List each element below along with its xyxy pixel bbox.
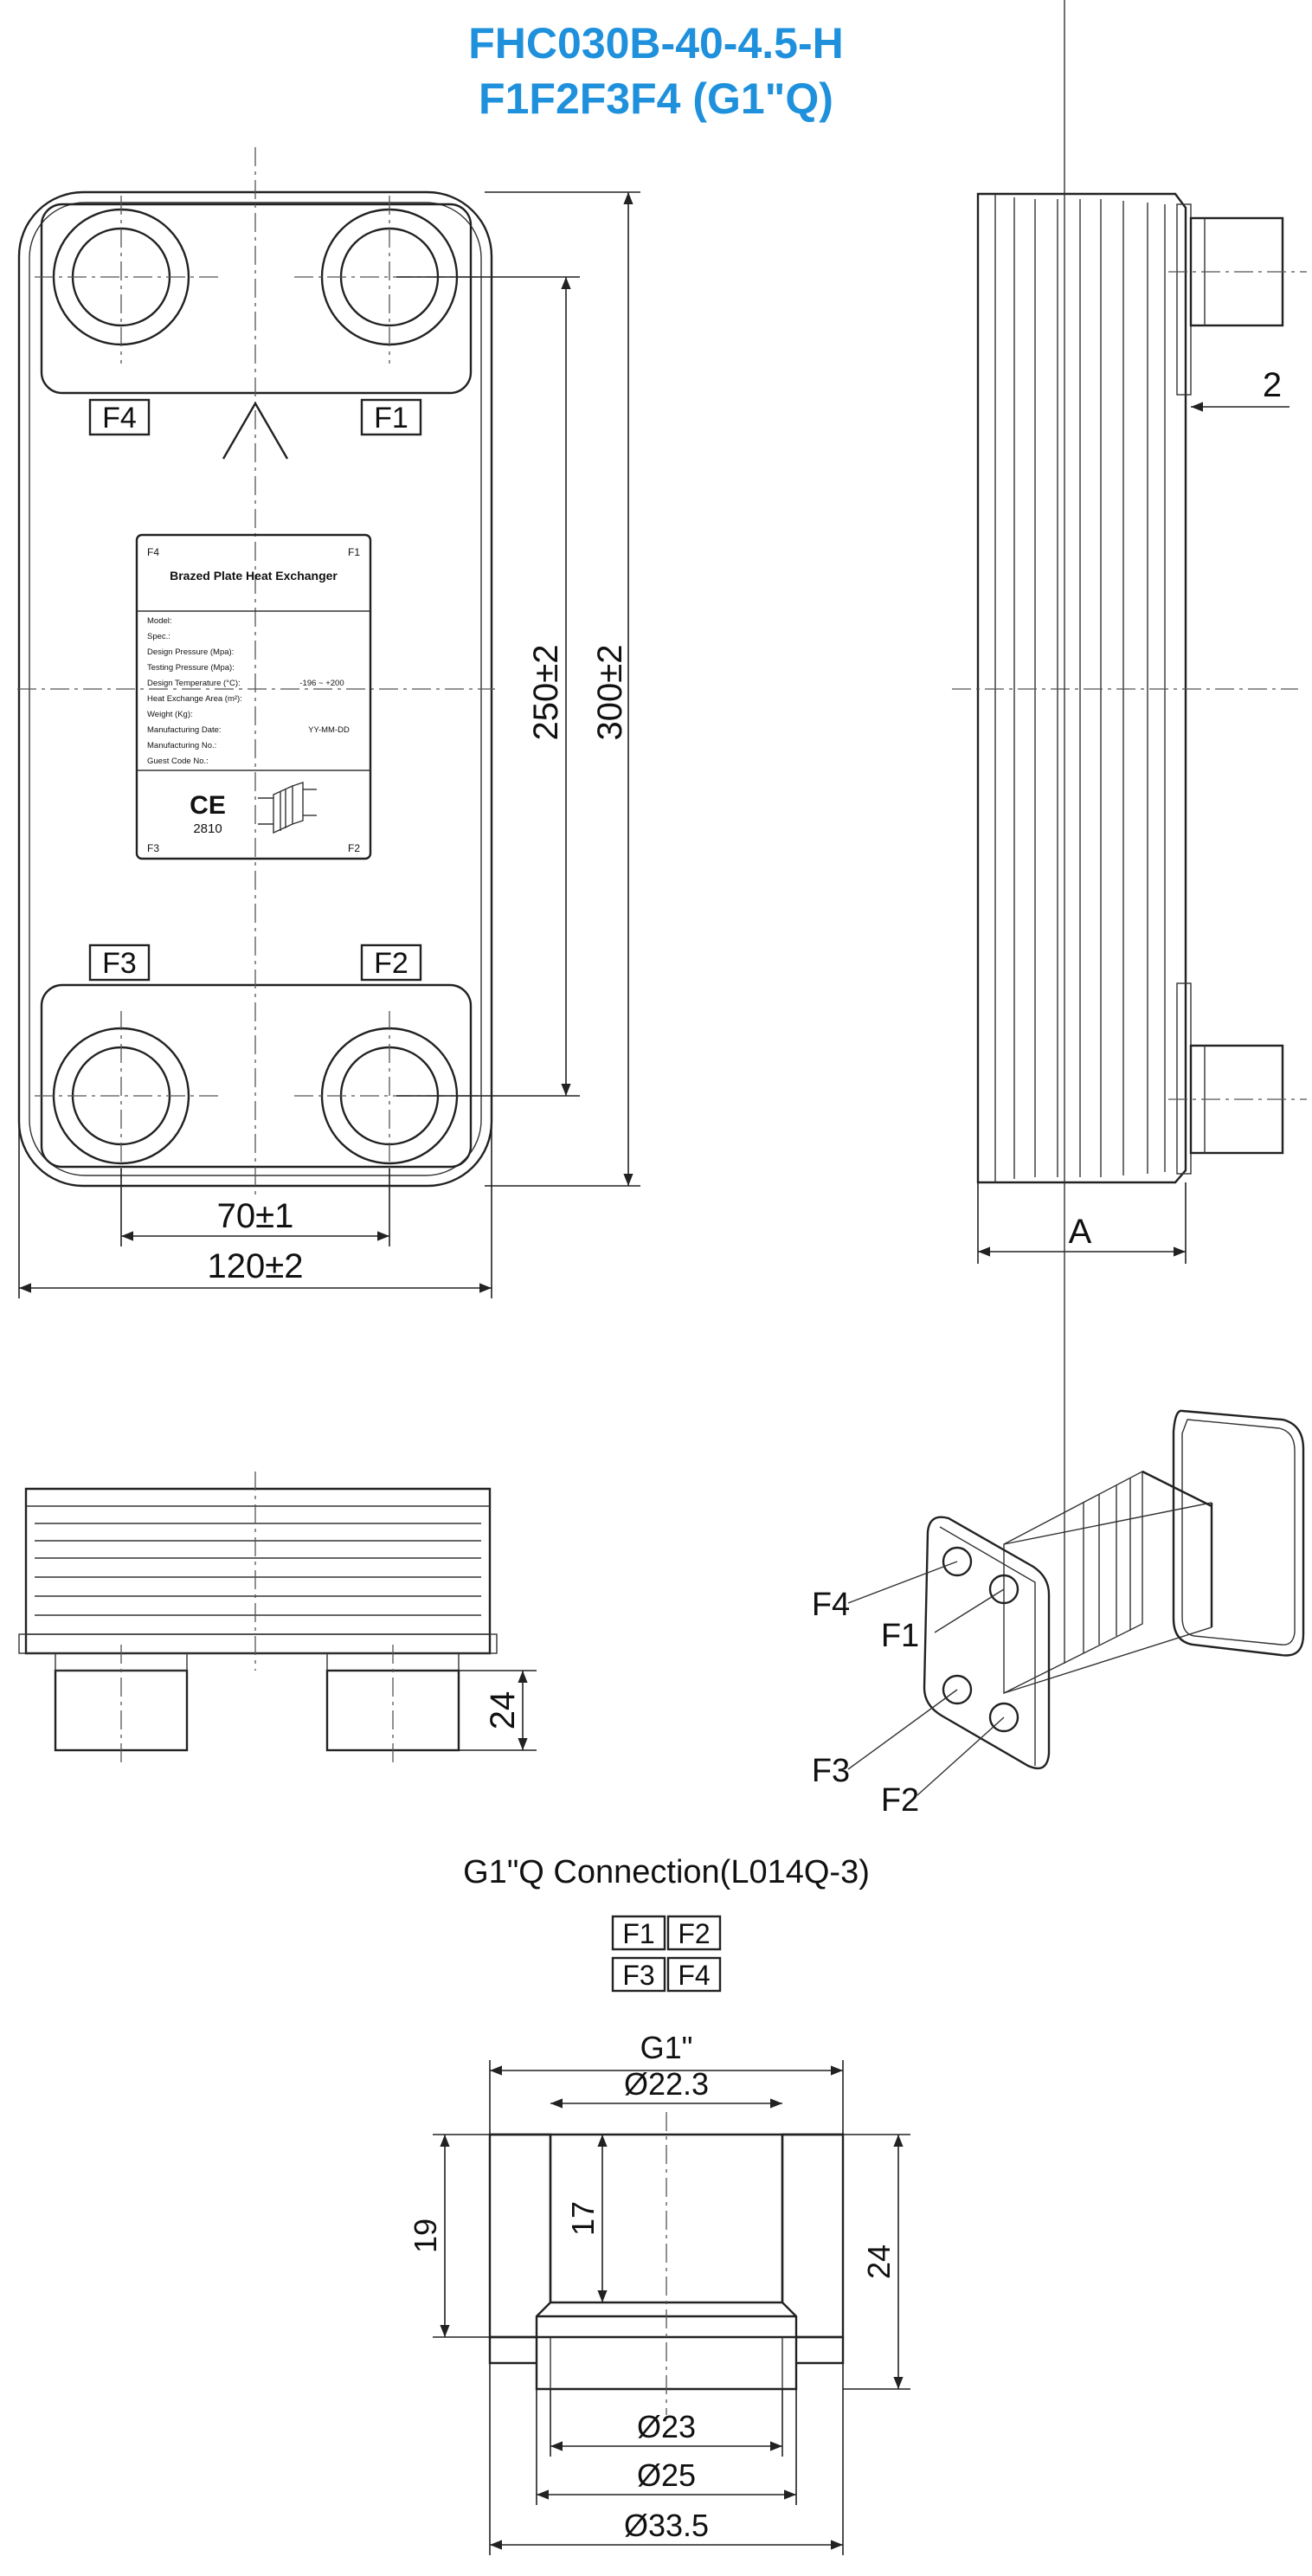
svg-text:17: 17	[565, 2201, 601, 2236]
svg-text:Manufacturing No.:: Manufacturing No.:	[147, 741, 216, 750]
bottom-plate-pack	[24, 1487, 492, 1655]
iso-back-plate	[1172, 1409, 1305, 1657]
dimension-17: 17	[565, 2135, 608, 2302]
dimension-d33-5: Ø33.5	[489, 2363, 844, 2555]
top-port-pad	[40, 203, 473, 395]
svg-text:Ø33.5: Ø33.5	[624, 2508, 709, 2543]
svg-text:F3: F3	[102, 947, 137, 980]
label-f4: F4	[88, 398, 151, 436]
svg-text:A: A	[1069, 1213, 1092, 1251]
svg-text:F2: F2	[348, 842, 360, 854]
svg-text:Weight (Kg):: Weight (Kg):	[147, 710, 193, 719]
ce-number: 2810	[193, 821, 222, 836]
svg-text:Ø23: Ø23	[637, 2409, 696, 2444]
svg-text:G1": G1"	[640, 2030, 693, 2065]
svg-text:-196 ~ +200: -196 ~ +200	[299, 679, 344, 688]
svg-text:F3: F3	[147, 842, 159, 854]
svg-text:F3: F3	[622, 1960, 654, 1991]
dimension-g1: G1"	[489, 2030, 844, 2135]
flow-direction-arrow	[222, 401, 289, 460]
isometric-view: F4 F1 F3 F2	[812, 0, 1305, 1819]
svg-text:Design Temperature (°C):: Design Temperature (°C):	[147, 679, 241, 688]
svg-text:2: 2	[1263, 366, 1282, 404]
connection-detail: G1"Q Connection(L014Q-3) F1 F2 F3 F4	[408, 1854, 910, 2555]
fitting-cross-section	[488, 2112, 845, 2415]
dimension-d22-3: Ø22.3	[550, 2066, 782, 2109]
dimension-24-bottom: 24	[459, 1670, 537, 1751]
label-f3: F3	[88, 943, 151, 982]
ce-mark: CE	[190, 791, 226, 820]
side-view: 2 A	[952, 192, 1307, 1264]
dimension-24-right: 24	[843, 2134, 910, 2390]
iso-label-f3: F3	[812, 1753, 850, 1789]
svg-text:F4: F4	[102, 402, 137, 435]
svg-text:Design Pressure (Mpa):: Design Pressure (Mpa):	[147, 647, 234, 657]
drawing-title: FHC030B-40-4.5-H F1F2F3F4 (G1"Q)	[0, 16, 1312, 126]
front-view: F4 F1 F3 F2 F4 F1 Brazed Plate Heat Exch…	[17, 147, 640, 1298]
nameplate-heading: Brazed Plate Heat Exchanger	[170, 569, 338, 583]
svg-text:70±1: 70±1	[217, 1197, 294, 1235]
svg-text:Guest Code No.:: Guest Code No.:	[147, 757, 209, 766]
svg-text:YY-MM-DD: YY-MM-DD	[308, 725, 350, 735]
label-f1: F1	[360, 398, 422, 436]
connection-port-boxes: F1 F2 F3 F4	[611, 1915, 722, 1993]
svg-text:Manufacturing Date:: Manufacturing Date:	[147, 725, 222, 735]
exchanger-pictogram	[258, 782, 317, 834]
dimension-d25: Ø25	[536, 2389, 797, 2505]
svg-text:F2: F2	[374, 947, 408, 980]
iso-front-flange	[923, 1516, 1051, 1770]
svg-text:Ø25: Ø25	[637, 2457, 696, 2493]
dimension-120: 120±2	[18, 1125, 492, 1298]
dimension-250: 250±2	[396, 276, 580, 1097]
svg-text:F4: F4	[678, 1960, 710, 1991]
svg-text:Ø22.3: Ø22.3	[624, 2066, 709, 2102]
svg-text:250±2: 250±2	[527, 645, 565, 741]
model-code: FHC030B-40-4.5-H	[468, 19, 844, 68]
svg-text:F1: F1	[348, 546, 360, 558]
plate-pack-outline	[976, 192, 1187, 1184]
iso-label-f4: F4	[812, 1587, 850, 1623]
iso-label-f2: F2	[881, 1782, 919, 1819]
svg-text:Model:: Model:	[147, 616, 172, 626]
svg-text:24: 24	[484, 1691, 522, 1730]
svg-text:Heat Exchange Area (m²):: Heat Exchange Area (m²):	[147, 694, 242, 704]
svg-text:24: 24	[861, 2244, 897, 2279]
svg-text:300±2: 300±2	[591, 645, 629, 741]
dimension-70: 70±1	[120, 1169, 390, 1246]
dimension-d23: Ø23	[550, 2389, 783, 2457]
bottom-view: 24	[18, 1472, 537, 1762]
svg-text:F4: F4	[147, 546, 159, 558]
svg-text:120±2: 120±2	[208, 1247, 304, 1285]
port-configuration: F1F2F3F4 (G1"Q)	[479, 74, 833, 123]
svg-text:Testing Pressure (Mpa):: Testing Pressure (Mpa):	[147, 663, 235, 673]
dimension-gap: 2	[1191, 366, 1289, 412]
iso-label-f1: F1	[881, 1618, 919, 1654]
bottom-port-pad	[40, 983, 473, 1169]
svg-text:F2: F2	[678, 1918, 710, 1949]
dimension-300: 300±2	[485, 191, 640, 1187]
connection-title: G1"Q Connection(L014Q-3)	[463, 1854, 870, 1890]
label-f2: F2	[360, 943, 422, 982]
dimension-a: A	[977, 1182, 1187, 1264]
svg-text:F1: F1	[374, 402, 408, 435]
dimension-19: 19	[408, 2134, 490, 2338]
svg-text:F1: F1	[622, 1918, 654, 1949]
svg-text:19: 19	[408, 2219, 443, 2253]
nameplate: F4 F1 Brazed Plate Heat Exchanger Model:…	[135, 533, 372, 860]
svg-text:Spec.:: Spec.:	[147, 632, 170, 641]
